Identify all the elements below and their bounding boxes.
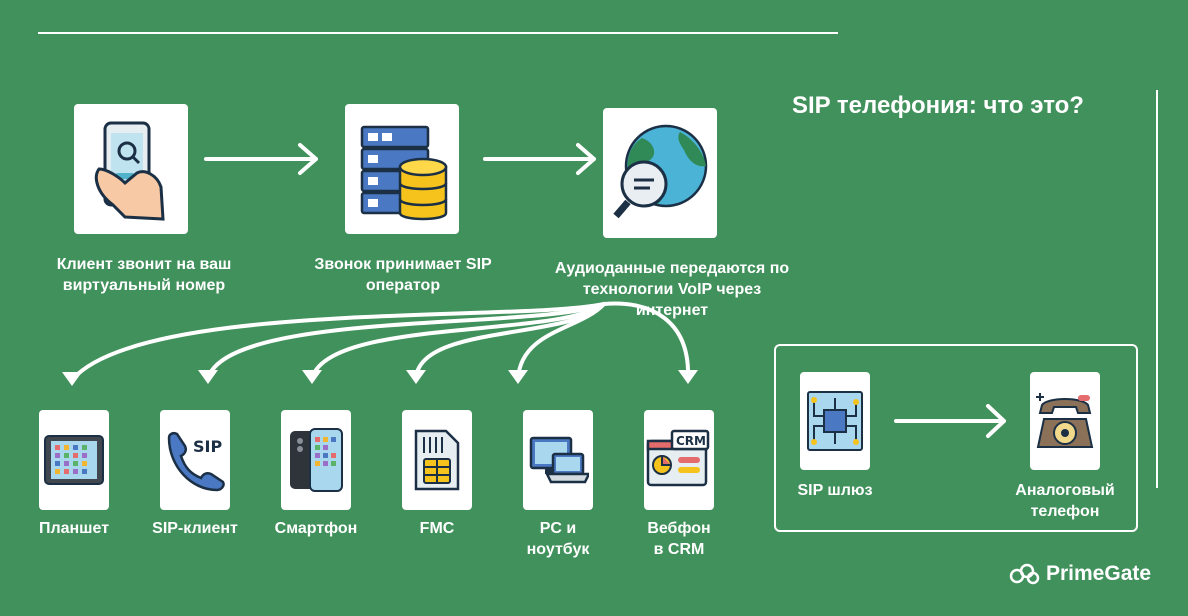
webphone-label-line2: в CRM — [653, 541, 705, 558]
analog-phone-label: Аналоговый телефон — [1000, 480, 1130, 522]
analog-phone-card — [1030, 372, 1100, 470]
crm-icon-text: CRM — [676, 434, 706, 448]
smartphone-card — [281, 410, 351, 510]
sip-phone-icon: SIP — [167, 431, 225, 492]
page-title: SIP телефония: что это? — [792, 92, 1084, 119]
pc-label-line2: ноутбук — [526, 541, 590, 558]
fmc-card — [402, 410, 472, 510]
right-divider — [1156, 90, 1158, 488]
pc-card — [523, 410, 593, 510]
curve-tablet — [70, 302, 606, 382]
webphone-card: CRM — [644, 410, 714, 510]
analog-phone-label-line2: телефон — [1030, 503, 1100, 520]
crm-icon: CRM — [646, 429, 710, 487]
step2-label: Звонок принимает SIP оператор — [314, 256, 492, 294]
sip-client-label: SIP-клиент — [152, 520, 238, 537]
tablet-card — [39, 410, 109, 510]
pc-label: PC и ноутбук — [508, 518, 608, 560]
curve-smartphone — [310, 302, 606, 380]
sip-gateway-card — [800, 372, 870, 470]
server-database-icon — [360, 125, 448, 221]
fmc-label: FMC — [419, 520, 455, 537]
webphone-label-line1: Вебфон — [647, 520, 711, 537]
gateway-box — [774, 344, 1138, 532]
analog-phone-label-line1: Аналоговый — [1015, 482, 1115, 499]
step3-label: Аудиоданные передаются по технологии VoI… — [554, 260, 790, 319]
phone-hand-icon — [94, 121, 165, 221]
arrow-gateway-phone — [894, 404, 1006, 438]
tablet-icon — [44, 435, 104, 485]
curve-webphone — [602, 301, 691, 380]
cloud-gear-icon — [1009, 563, 1040, 585]
retro-phone-icon — [1036, 393, 1094, 448]
computer-laptop-icon — [529, 436, 589, 484]
arrow-step2-step3 — [483, 143, 596, 175]
circuit-board-icon — [807, 391, 863, 451]
arrow-step1-step2 — [204, 143, 318, 175]
client-call-card — [74, 104, 188, 234]
sip-gateway-label: SIP шлюз — [797, 482, 873, 499]
sip-icon-text: SIP — [193, 437, 222, 456]
smartphone-label: Смартфон — [274, 520, 358, 537]
voip-internet-card — [603, 108, 717, 238]
primegate-logo: PrimeGate — [1008, 562, 1151, 586]
top-divider — [38, 32, 838, 34]
smartphones-icon — [290, 428, 343, 492]
step1-label: Клиент звонит на ваш виртуальный номер — [56, 256, 232, 294]
curve-pc — [516, 302, 606, 380]
sim-card-icon — [414, 429, 460, 491]
sip-client-card: SIP — [160, 410, 230, 510]
pc-label-line1: PC и — [539, 520, 577, 537]
curve-sip-client — [206, 302, 606, 380]
globe-search-icon — [613, 124, 708, 219]
sip-operator-card — [345, 104, 459, 234]
webphone-label: Вебфон в CRM — [629, 518, 729, 560]
tablet-label: Планшет — [38, 520, 110, 537]
logo-text: PrimeGate — [1046, 562, 1152, 585]
